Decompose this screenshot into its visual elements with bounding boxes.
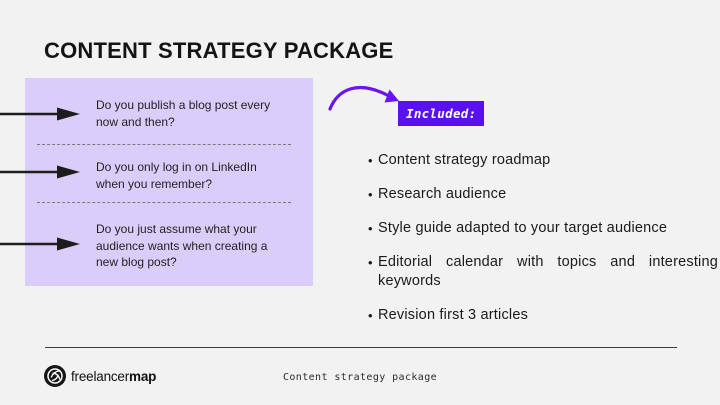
list-item: • Revision first 3 articles <box>368 306 718 325</box>
footer-caption: Content strategy package <box>282 372 438 383</box>
footer-divider <box>45 347 677 348</box>
bullet-dot-icon: • <box>368 153 373 168</box>
bullet-dot-icon: • <box>368 255 373 270</box>
question-2: Do you only log in on LinkedIn when you … <box>96 160 257 191</box>
brand-name: freelancermap <box>71 369 156 384</box>
left-arrow-icon <box>0 237 80 251</box>
list-item: • Research audience <box>368 185 718 204</box>
question-3: Do you just assume what your audience wa… <box>96 222 268 269</box>
included-list: • Content strategy roadmap • Research au… <box>368 151 718 340</box>
aperture-icon <box>44 365 66 387</box>
list-item: • Style guide adapted to your target aud… <box>368 219 718 238</box>
brand-name-regular: freelancer <box>71 368 130 384</box>
list-item: • Editorial calendar with topics and int… <box>368 253 718 291</box>
list-item-text: Research audience <box>378 186 507 202</box>
bullet-dot-icon: • <box>368 308 373 323</box>
left-arrow-icon <box>0 165 80 179</box>
curved-arrow-icon <box>328 85 399 111</box>
list-item-text: Style guide adapted to your target audie… <box>378 220 668 236</box>
left-arrow-icon <box>0 107 80 121</box>
list-item-text: Revision first 3 articles <box>378 307 529 323</box>
dashed-divider <box>37 202 291 203</box>
list-item: • Content strategy roadmap <box>368 151 718 170</box>
page-title: CONTENT STRATEGY PACKAGE <box>44 38 394 63</box>
dashed-divider <box>37 144 291 145</box>
question-1: Do you publish a blog post every now and… <box>96 98 271 129</box>
list-item-text: Editorial calendar with topics and inter… <box>378 254 718 289</box>
brand-logo: freelancermap <box>44 365 156 387</box>
bullet-dot-icon: • <box>368 221 373 236</box>
bullet-dot-icon: • <box>368 187 373 202</box>
included-badge: Included: <box>398 101 485 126</box>
brand-name-bold: map <box>129 368 157 384</box>
list-item-text: Content strategy roadmap <box>378 152 551 168</box>
